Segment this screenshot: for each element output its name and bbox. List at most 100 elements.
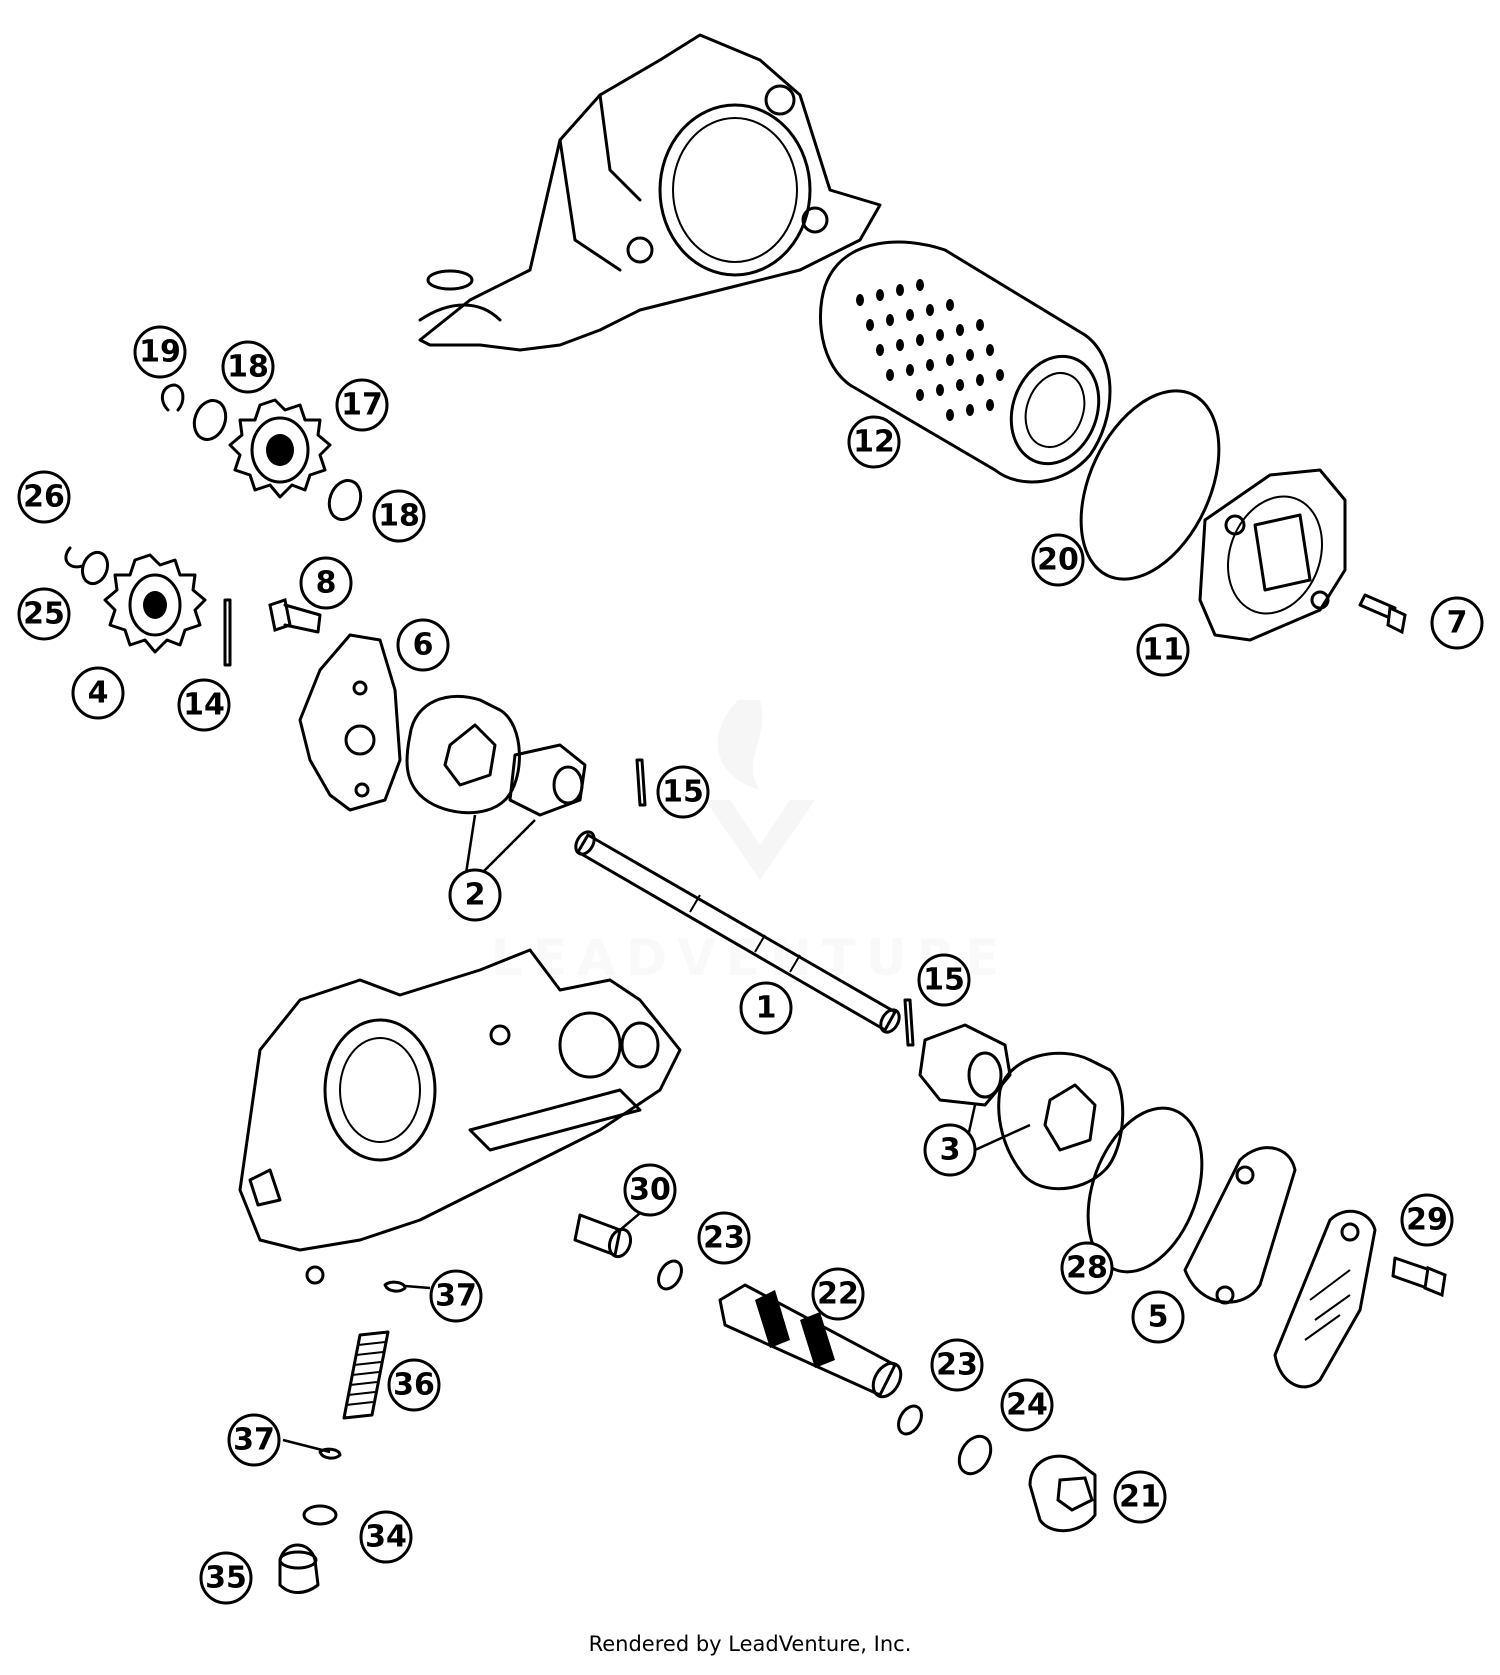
callout-24-label: 24 [1006,1388,1048,1423]
callout-37-label: 37 [435,1279,477,1314]
callout-11: 11 [1136,623,1190,677]
callout-4-label: 4 [88,676,109,711]
callout-28: 28 [1060,1241,1114,1295]
callout-36-label: 36 [393,1368,435,1403]
callout-22: 22 [811,1267,865,1321]
callout-8-label: 8 [316,566,337,601]
callout-30: 30 [623,1163,677,1217]
watermark-text: LEADVENTURE [491,929,1009,987]
leadventure-watermark-logo: LEADVENTURE [491,700,1009,987]
callout-2: 2 [448,868,502,922]
callout-7: 7 [1430,596,1484,650]
callout-3: 3 [923,1123,977,1177]
o-ring-28 [1086,1106,1204,1274]
callout-29: 29 [1400,1193,1454,1247]
upper-crankcase-housing [418,33,882,352]
callout-21-label: 21 [1119,1480,1161,1515]
callout-37: 37 [429,1269,483,1323]
callout-26: 26 [17,470,71,524]
plug-cap-35 [278,1543,320,1594]
callout-36: 36 [387,1358,441,1412]
callout-7-label: 7 [1447,606,1468,641]
callout-34: 34 [359,1510,413,1564]
washer-34 [302,1504,338,1526]
callout-18b-label: 18 [378,499,420,534]
oil-pump-rotor-set-2 [405,694,587,817]
pin-14 [223,598,232,667]
callout-20-label: 20 [1037,543,1079,578]
gear-4 [103,553,207,654]
washer-25 [80,550,110,586]
callout-23: 23 [697,1211,751,1265]
callout-2-label: 2 [465,878,486,913]
callout-22-label: 22 [817,1277,859,1312]
filter-cover-bolt [1358,593,1407,635]
callout-34-label: 34 [365,1520,407,1555]
sealing-ring-24 [957,1434,993,1476]
callout-6-label: 6 [413,628,434,663]
callout-29-label: 29 [1406,1203,1448,1238]
clip-26 [64,546,84,569]
callout-15b: 15 [917,953,971,1007]
oil-filter-cover [1198,468,1347,642]
pump-gasket-plate [298,633,402,812]
bolt-29 [1391,1256,1447,1298]
gear-17 [228,398,332,499]
callout-1-label: 1 [756,991,777,1026]
callout-25-label: 25 [23,597,65,632]
callout-23-label: 23 [703,1221,745,1256]
callout-19-label: 19 [139,335,181,370]
pump-cover-plate-5 [1183,1146,1297,1305]
callout-4: 4 [71,666,125,720]
callout-14: 14 [177,678,231,732]
pin-15-lower [903,998,915,1047]
callout-18b: 18 [372,489,426,543]
callout-12-label: 12 [853,425,895,460]
render-credit: Rendered by LeadVenture, Inc. [588,1632,912,1656]
callout-17: 17 [335,378,389,432]
pin-15-upper [635,758,647,807]
callout-6: 6 [396,618,450,672]
oil-pump-rotor-set-3 [918,1023,1125,1191]
callout-17-label: 17 [341,388,383,423]
callout-14-label: 14 [183,688,225,723]
callout-25: 25 [17,587,71,641]
callout-23b-label: 23 [936,1348,978,1383]
callout-5-label: 5 [1148,1300,1169,1335]
callout-35: 35 [199,1551,253,1605]
callout-30-label: 30 [629,1173,671,1208]
o-ring-23-lower [897,1404,923,1436]
callout-24: 24 [1000,1378,1054,1432]
callout-18: 18 [221,340,275,394]
washer-18-lower [327,479,363,521]
callout-21: 21 [1113,1470,1167,1524]
callout-15b-label: 15 [923,963,965,998]
callout-11-label: 11 [1142,633,1184,668]
o-ring-23-upper [657,1259,683,1291]
callout-20: 20 [1031,533,1085,587]
callout-37b: 37 [227,1413,281,1467]
callout-1: 1 [739,981,793,1035]
clip-37-lower [318,1447,342,1460]
callout-leaders [282,814,1031,1454]
callout-28-label: 28 [1066,1251,1108,1286]
callout-15-label: 15 [662,775,704,810]
clip-37-upper [383,1280,407,1293]
callout-8: 8 [299,556,353,610]
callout-26-label: 26 [23,480,65,515]
callout-19: 19 [133,325,187,379]
oil-filter-cartridge [819,240,1112,484]
callout-18-label: 18 [227,350,269,385]
filter-cover-o-ring [1079,389,1221,581]
callout-3-label: 3 [940,1133,961,1168]
callout-15: 15 [656,765,710,819]
washer-18-upper [192,399,228,441]
callout-5: 5 [1131,1290,1185,1344]
bolt-8 [268,598,322,634]
callout-12: 12 [847,415,901,469]
sleeve-30 [573,1213,633,1259]
lower-crankcase-housing [238,948,682,1285]
callout-37b-label: 37 [233,1423,275,1458]
plug-screw-21 [1028,1454,1097,1533]
